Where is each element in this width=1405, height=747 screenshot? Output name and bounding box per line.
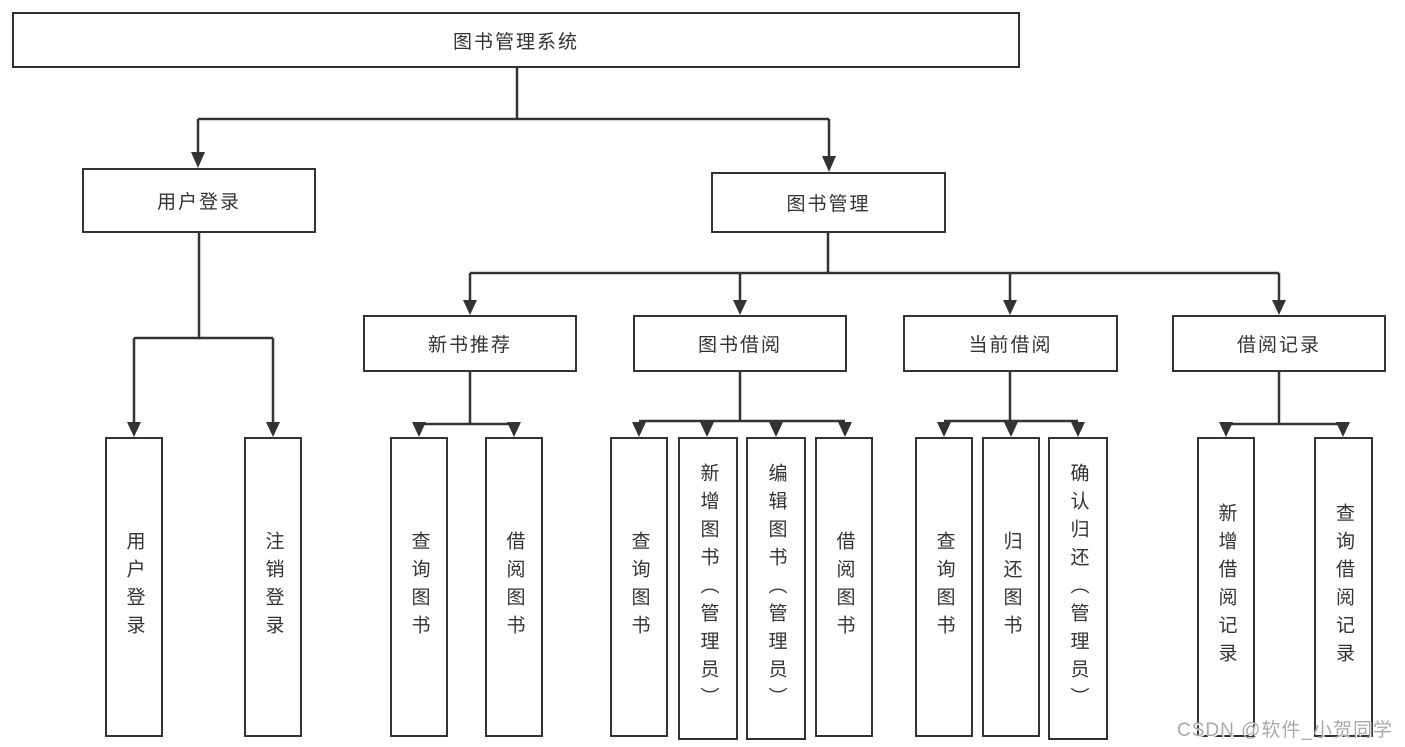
leaf-records-query-record-label: 查询借阅记录 <box>1333 503 1354 671</box>
leaf-borrow-query-books-label: 查询图书 <box>628 531 650 643</box>
watermark: CSDN @软件_小贺同学 <box>1177 720 1393 741</box>
leaf-current-return-books-label: 归还图书 <box>1000 531 1022 643</box>
leaf-recommend-borrow-books-label: 借阅图书 <box>503 531 525 643</box>
leaf-borrow-query-books: 查询图书 <box>610 437 668 737</box>
leaf-borrow-borrow-books-label: 借阅图书 <box>833 531 855 643</box>
node-book-borrow: 图书借阅 <box>633 315 847 372</box>
node-new-book-recommend-label: 新书推荐 <box>427 335 512 356</box>
node-user-login: 用户登录 <box>82 168 316 233</box>
node-new-book-recommend: 新书推荐 <box>363 315 577 372</box>
node-current-borrow-label: 当前借阅 <box>968 335 1053 356</box>
leaf-user-login: 用户登录 <box>105 437 163 737</box>
leaf-borrow-add-books-admin: 新增图书（管理员） <box>678 437 738 740</box>
node-current-borrow: 当前借阅 <box>903 315 1118 372</box>
node-user-login-label: 用户登录 <box>156 192 241 213</box>
node-book-management-label: 图书管理 <box>786 194 871 215</box>
leaf-user-login-label: 用户登录 <box>123 531 145 643</box>
leaf-logout: 注销登录 <box>244 437 302 737</box>
node-book-borrow-label: 图书借阅 <box>697 335 782 356</box>
node-root-label: 图书管理系统 <box>452 31 579 53</box>
leaf-records-query-record: 查询借阅记录 <box>1314 437 1373 737</box>
node-book-management: 图书管理 <box>711 172 946 233</box>
leaf-current-query-books-label: 查询图书 <box>933 531 955 643</box>
node-root-system: 图书管理系统 <box>12 12 1020 68</box>
node-borrow-records: 借阅记录 <box>1172 315 1386 372</box>
leaf-current-confirm-return-admin: 确认归还（管理员） <box>1048 437 1108 740</box>
leaf-logout-label: 注销登录 <box>262 531 284 643</box>
node-borrow-records-label: 借阅记录 <box>1236 335 1321 356</box>
arrowheads <box>127 152 1350 437</box>
leaf-borrow-borrow-books: 借阅图书 <box>815 437 873 737</box>
leaf-recommend-query-books: 查询图书 <box>390 437 448 737</box>
leaf-recommend-borrow-books: 借阅图书 <box>485 437 543 737</box>
leaf-current-return-books: 归还图书 <box>982 437 1040 737</box>
leaf-current-query-books: 查询图书 <box>915 437 973 737</box>
leaf-borrow-edit-books-admin: 编辑图书（管理员） <box>746 437 806 740</box>
leaf-recommend-query-books-label: 查询图书 <box>408 531 430 643</box>
leaf-records-add-record: 新增借阅记录 <box>1197 437 1255 737</box>
leaf-current-confirm-return-admin-label: 确认归还（管理员） <box>1067 462 1089 715</box>
leaf-borrow-edit-books-admin-label: 编辑图书（管理员） <box>765 462 787 715</box>
leaf-records-add-record-label: 新增借阅记录 <box>1215 503 1237 671</box>
leaf-borrow-add-books-admin-label: 新增图书（管理员） <box>697 462 719 715</box>
connector-strokes <box>132 68 1343 426</box>
